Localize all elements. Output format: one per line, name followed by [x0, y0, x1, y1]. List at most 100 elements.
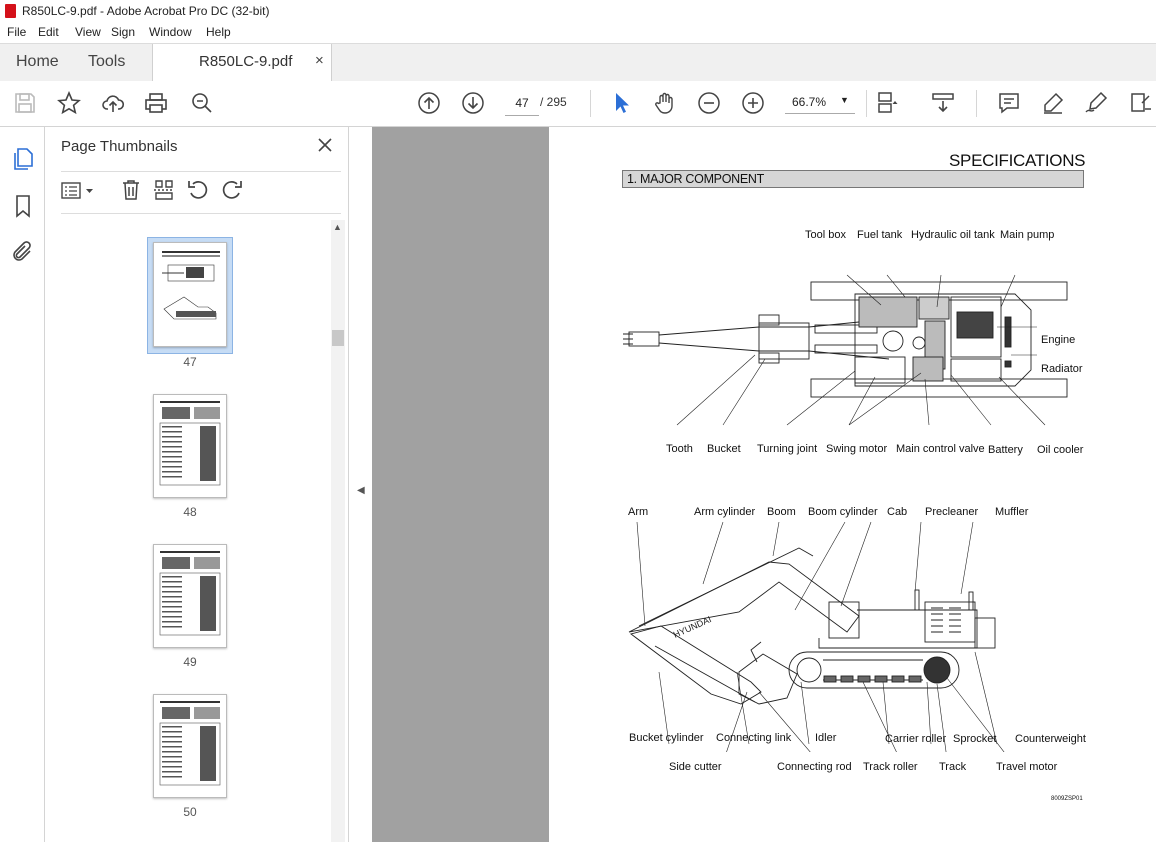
label-main-control-valve: Main control valve	[896, 443, 985, 455]
hand-tool-icon[interactable]	[653, 91, 677, 115]
total-pages: / 295	[540, 95, 567, 109]
label-arm: Arm	[628, 506, 649, 518]
page-thumbnails-panel: Page Thumbnails 47 48	[45, 127, 347, 842]
label-travel-motor: Travel motor	[996, 761, 1058, 773]
fill-sign-icon[interactable]	[1084, 91, 1108, 115]
delete-page-icon[interactable]	[120, 179, 142, 201]
tab-document[interactable]: R850LC-9.pdf ×	[152, 44, 332, 81]
tab-home[interactable]: Home	[16, 53, 59, 70]
label-main-pump: Main pump	[1000, 229, 1055, 241]
thumbnail-page-49[interactable]	[153, 544, 227, 648]
extract-pages-icon[interactable]	[153, 179, 175, 201]
toolbar: / 295 66.7% ▼	[0, 81, 1156, 127]
chevron-down-icon: ▼	[840, 95, 849, 105]
excavator-side-view-diagram: HYUNDAI	[628, 522, 1005, 752]
figure-code: 8009ZSP01	[1051, 796, 1083, 802]
thumbnail-scrollbar[interactable]: ▲	[331, 220, 345, 842]
tab-close-icon[interactable]: ×	[315, 52, 324, 69]
title-bar: R850LC-9.pdf - Adobe Acrobat Pro DC (32-…	[0, 0, 1156, 22]
label-muffler: Muffler	[995, 506, 1029, 518]
scroll-mode-icon[interactable]	[931, 91, 955, 115]
highlight-pen-icon[interactable]	[1041, 91, 1065, 115]
label-oil-cooler: Oil cooler	[1037, 444, 1084, 456]
rotate-counterclockwise-icon[interactable]	[187, 179, 209, 201]
acrobat-pdf-icon	[5, 4, 16, 18]
label-connecting-rod: Connecting rod	[777, 761, 852, 773]
collapse-panel-icon[interactable]: ◀	[357, 485, 365, 496]
tab-bar: Home Tools R850LC-9.pdf ×	[0, 43, 1156, 82]
label-hydraulic-oil-tank: Hydraulic oil tank	[911, 229, 995, 241]
toolbar-divider	[866, 90, 867, 117]
toolbar-divider	[976, 90, 977, 117]
next-page-icon[interactable]	[461, 91, 485, 115]
menu-bar: File Edit View Sign Window Help	[0, 22, 1156, 42]
thumbnail-table-preview	[159, 551, 221, 636]
section-header-bar: 1. MAJOR COMPONENT	[622, 170, 1084, 188]
label-track: Track	[939, 761, 967, 773]
upload-cloud-icon[interactable]	[101, 91, 125, 115]
scrollbar-thumb[interactable]	[332, 330, 344, 346]
label-battery: Battery	[988, 444, 1023, 456]
zoom-in-icon[interactable]	[741, 91, 765, 115]
label-turning-joint: Turning joint	[757, 443, 818, 455]
comment-icon[interactable]	[997, 91, 1021, 115]
save-icon[interactable]	[13, 91, 37, 115]
zoom-level-value: 66.7%	[792, 95, 827, 109]
rotate-clockwise-icon[interactable]	[221, 179, 243, 201]
previous-page-icon[interactable]	[417, 91, 441, 115]
label-arm-cylinder: Arm cylinder	[694, 506, 756, 518]
more-tools-icon[interactable]	[1128, 91, 1152, 115]
bookmarks-icon[interactable]	[11, 194, 35, 218]
zoom-out-icon[interactable]	[697, 91, 721, 115]
thumbnail-table-preview	[159, 701, 221, 786]
label-radiator: Radiator	[1041, 363, 1083, 375]
zoom-search-icon[interactable]	[190, 91, 214, 115]
thumbnail-label: 47	[183, 355, 197, 369]
attachments-paperclip-icon[interactable]	[11, 240, 35, 264]
tab-tools[interactable]: Tools	[88, 53, 126, 70]
thumbnail-diagram-preview	[162, 251, 220, 320]
thumbnail-label: 50	[183, 805, 197, 819]
toolbar-divider	[590, 90, 591, 117]
print-icon[interactable]	[144, 91, 168, 115]
thumbnail-page-50[interactable]	[153, 694, 227, 798]
thumbnail-label: 48	[183, 505, 197, 519]
window-title: R850LC-9.pdf - Adobe Acrobat Pro DC (32-…	[22, 4, 270, 18]
menu-sign[interactable]: Sign	[111, 25, 136, 39]
thumbnail-page-48[interactable]	[153, 394, 227, 498]
tab-document-label: R850LC-9.pdf	[199, 53, 293, 70]
label-tool-box: Tool box	[805, 229, 846, 241]
page-number-input[interactable]	[505, 91, 539, 116]
page-fit-icon[interactable]	[876, 91, 900, 115]
boom-brand-text: HYUNDAI	[672, 614, 713, 640]
label-swing-motor: Swing motor	[826, 443, 888, 455]
select-cursor-icon[interactable]	[609, 91, 633, 115]
label-counterweight: Counterweight	[1015, 733, 1086, 745]
menu-edit[interactable]: Edit	[38, 25, 59, 39]
label-connecting-link: Connecting link	[716, 732, 792, 744]
label-fuel-tank: Fuel tank	[857, 229, 903, 241]
menu-window[interactable]: Window	[149, 25, 192, 39]
close-icon[interactable]	[317, 137, 333, 153]
label-cab: Cab	[887, 506, 908, 518]
label-bucket: Bucket	[707, 443, 741, 455]
left-navigation-rail	[0, 127, 45, 842]
panel-title: Page Thumbnails	[61, 138, 178, 155]
thumbnail-page-47[interactable]	[153, 242, 227, 347]
section-title: 1. MAJOR COMPONENT	[627, 172, 764, 186]
zoom-level-dropdown[interactable]: 66.7% ▼	[785, 91, 855, 114]
panel-splitter[interactable]: ◀	[348, 127, 372, 842]
scroll-up-icon[interactable]: ▲	[333, 222, 342, 232]
label-boom-cylinder: Boom cylinder	[808, 506, 878, 518]
menu-help[interactable]: Help	[206, 25, 231, 39]
bookmark-star-icon[interactable]	[57, 90, 81, 115]
options-menu-icon[interactable]	[61, 181, 97, 201]
label-boom: Boom	[767, 506, 796, 518]
label-side-cutter: Side cutter	[669, 761, 722, 773]
label-engine: Engine	[1041, 334, 1076, 346]
menu-file[interactable]: File	[7, 25, 27, 39]
page-heading: SPECIFICATIONS	[949, 151, 1086, 170]
page-thumbnails-icon[interactable]	[11, 147, 35, 171]
label-carrier-roller: Carrier roller	[885, 733, 947, 745]
menu-view[interactable]: View	[75, 25, 101, 39]
